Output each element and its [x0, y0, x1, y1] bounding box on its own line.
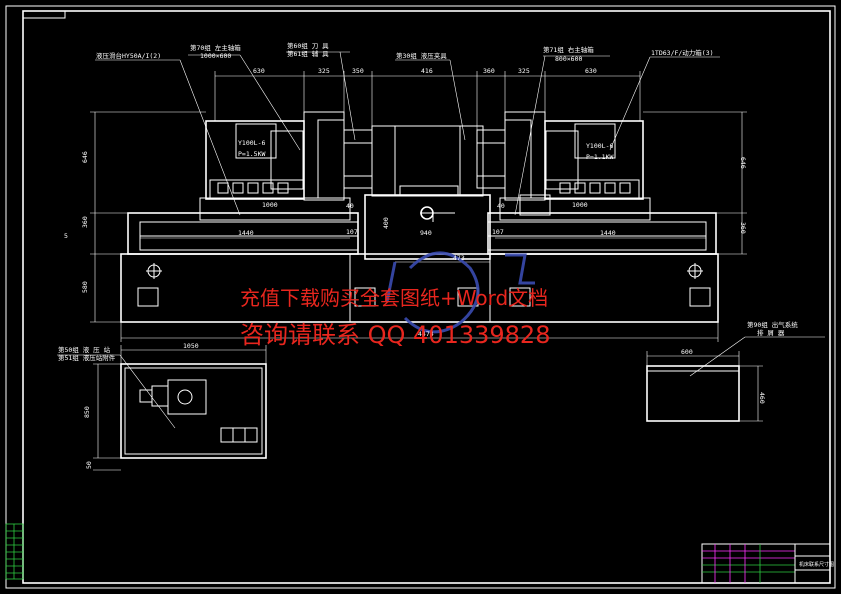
- watermark-line-1: 充值下载购买全套图纸+Word文档: [240, 286, 548, 310]
- leader-lines: [57, 51, 825, 429]
- label-left-head-group: 第70组 左主轴箱: [190, 43, 241, 52]
- dim-460: 460: [758, 392, 766, 404]
- label-motor-right: Y100L-6: [586, 142, 613, 150]
- dim-4474: 4474: [418, 330, 434, 338]
- dim-40-a: 40: [346, 202, 354, 210]
- label-chip-group: 第90组 出气系统: [747, 320, 798, 329]
- dim-360-left-v: 360: [81, 216, 89, 228]
- dim-360-right-v: 360: [739, 222, 747, 234]
- dim-1440-right: 1440: [600, 229, 616, 237]
- label-pump-sub: 第51组 液压站附件: [58, 353, 116, 362]
- dim-473: 473: [453, 254, 465, 262]
- left-side-bed: [127, 197, 359, 255]
- hydraulic-station: [120, 363, 267, 459]
- dim-1000-right: 1000: [572, 201, 588, 209]
- dimension-texts: 630 325 350 416 360 325 630 646 646 360 …: [64, 67, 766, 469]
- center-fixture: [364, 125, 491, 260]
- label-tool-sub: 第61组 辅 具: [287, 49, 329, 58]
- dim-1000-left: 1000: [262, 201, 278, 209]
- label-motor-left: Y100L-6: [238, 139, 265, 147]
- dim-580: 580: [81, 281, 89, 293]
- corner-box: [22, 10, 66, 19]
- dim-630-right: 630: [585, 67, 597, 75]
- watermark-logo: [385, 251, 535, 334]
- dim-107-right: 107: [492, 228, 504, 236]
- dim-646-right: 646: [739, 157, 747, 169]
- label-chip-sub: 排 屑 器: [757, 328, 785, 337]
- label-fixture: 第30组 液压夹具: [396, 51, 447, 60]
- right-spindle-head: [476, 111, 644, 216]
- dim-107-left: 107: [346, 228, 358, 236]
- label-pump-group: 第50组 液 压 站: [58, 345, 111, 354]
- dim-50: 50: [85, 461, 93, 469]
- label-power-left: P=1.5KW: [238, 150, 265, 158]
- chip-conveyor: [646, 365, 740, 422]
- outer-frame: [5, 5, 836, 589]
- dim-630-left: 630: [253, 67, 265, 75]
- label-hydraulic-slide: 液压滑台HY50A/I(2): [96, 51, 161, 60]
- dim-400: 400: [382, 217, 390, 229]
- dim-325-left: 325: [318, 67, 330, 75]
- dim-350-left: 350: [352, 67, 364, 75]
- left-spindle-head: [205, 111, 373, 201]
- dim-325-right: 325: [518, 67, 530, 75]
- dim-940: 940: [420, 229, 432, 237]
- revision-table: [5, 523, 24, 580]
- label-title-block: 机床联系尺寸图: [799, 561, 834, 568]
- dim-1050: 1050: [183, 342, 199, 350]
- label-power-head: 1TD63/F/动力箱(3): [651, 48, 714, 57]
- watermark-line-2: 咨询请联系 QQ 401339828: [240, 321, 550, 349]
- dim-850: 850: [83, 406, 91, 418]
- label-power-right: P=1.1KW: [586, 153, 613, 161]
- dimension-lines: [90, 71, 763, 471]
- machine-bed: [120, 253, 719, 323]
- dim-360-right: 360: [483, 67, 495, 75]
- dim-5: 5: [64, 232, 68, 240]
- right-side-bed: [487, 197, 717, 255]
- dim-646-left: 646: [81, 151, 89, 163]
- dim-600: 600: [681, 348, 693, 356]
- annotation-labels: 液压滑台HY50A/I(2) 第70组 左主轴箱 1000×600 第60组 刀…: [58, 41, 834, 568]
- dim-40-b: 40: [497, 202, 505, 210]
- label-left-head-size: 1000×600: [200, 52, 231, 60]
- title-block: [701, 543, 831, 584]
- inner-frame: [22, 10, 831, 584]
- dim-1440-left: 1440: [238, 229, 254, 237]
- label-tool-group: 第60组 刀 具: [287, 41, 329, 50]
- label-right-head-group: 第71组 右主轴箱: [543, 45, 594, 54]
- label-right-head-size: 800×600: [555, 55, 582, 63]
- dim-416: 416: [421, 67, 433, 75]
